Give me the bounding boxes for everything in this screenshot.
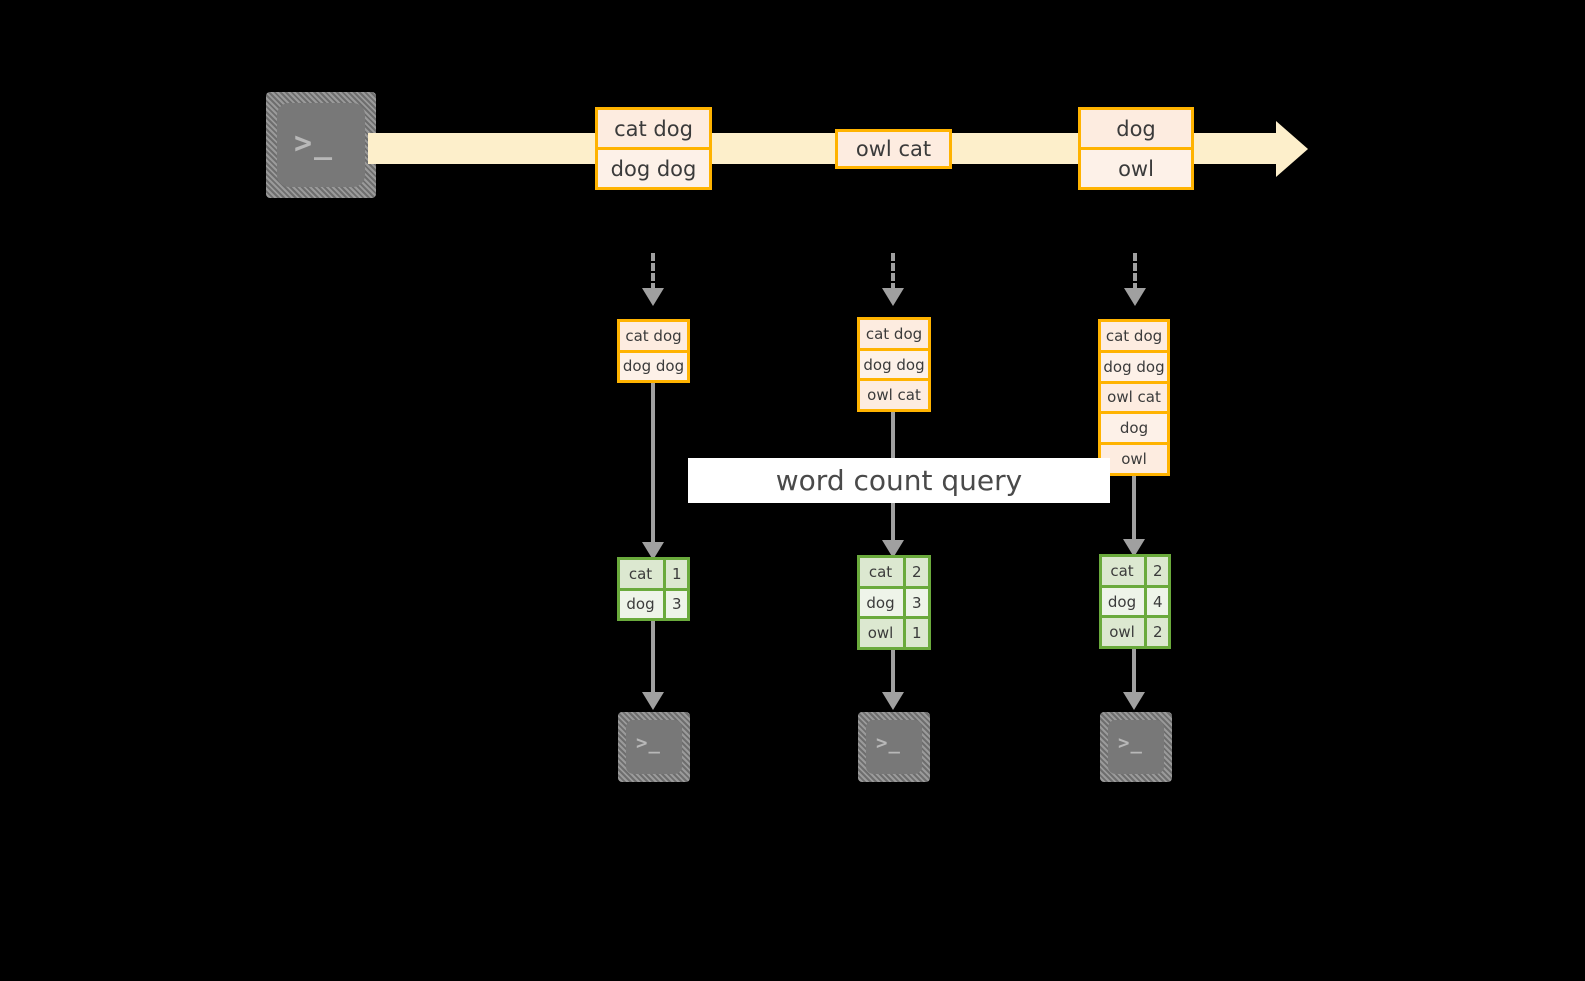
terminal-prompt-glyph: >_ [1118, 732, 1143, 754]
snapshot-1-consumer-terminal-icon: >_ [618, 712, 690, 782]
snapshot-3-feed-arrowhead [1124, 288, 1146, 306]
snapshot-1-feed-line [651, 253, 655, 291]
snapshot-input-line: dog [1101, 414, 1167, 443]
snapshot-3-query-arrowhead [1123, 539, 1145, 557]
snapshot-3-result-table[interactable]: cat 2 dog 4 owl 2 [1099, 554, 1171, 649]
terminal-prompt-glyph: >_ [876, 732, 901, 754]
snapshot-1-query-arrowhead [642, 542, 664, 560]
table-row: dog 3 [620, 590, 687, 618]
result-count: 2 [906, 558, 928, 586]
terminal-screen [277, 103, 365, 187]
producer-terminal-icon: >_ [266, 92, 376, 198]
table-row: cat 2 [1102, 557, 1168, 585]
snapshot-1-input-box[interactable]: cat dog dog dog [617, 319, 690, 383]
event-stream-arrowhead [1276, 121, 1308, 177]
result-word: dog [620, 590, 663, 618]
stream-event-line: dog dog [598, 150, 709, 187]
snapshot-1-output-line [651, 621, 655, 697]
terminal-screen [626, 720, 682, 774]
table-row: dog 4 [1102, 587, 1168, 616]
stream-event-line: cat dog [598, 110, 709, 147]
result-count: 3 [666, 590, 687, 618]
result-word: owl [1102, 618, 1144, 646]
stream-event-line: owl [1081, 150, 1191, 187]
result-count: 4 [1147, 587, 1168, 616]
result-word: cat [860, 558, 903, 586]
result-count: 2 [1147, 557, 1168, 585]
result-word: dog [860, 588, 903, 617]
terminal-screen [866, 720, 922, 774]
stream-event-line: owl cat [838, 132, 949, 166]
snapshot-input-line: owl cat [860, 381, 928, 409]
snapshot-2-feed-arrowhead [882, 288, 904, 306]
snapshot-input-line: cat dog [620, 322, 687, 350]
snapshot-1-feed-arrowhead [642, 288, 664, 306]
snapshot-3-query-line [1132, 476, 1136, 544]
snapshot-1-query-line [651, 383, 655, 548]
snapshot-2-input-box[interactable]: cat dog dog dog owl cat [857, 317, 931, 412]
result-count: 2 [1147, 618, 1168, 646]
table-row: owl 1 [860, 619, 928, 647]
snapshot-3-input-box[interactable]: cat dog dog dog owl cat dog owl [1098, 319, 1170, 476]
stream-event-1[interactable]: cat dog dog dog [595, 107, 712, 190]
snapshot-3-output-line [1132, 649, 1136, 697]
snapshot-input-line: dog dog [860, 350, 928, 379]
snapshot-input-line: owl [1101, 445, 1167, 473]
snapshot-2-output-arrowhead [882, 692, 904, 710]
table-row: cat 2 [860, 558, 928, 586]
terminal-screen [1108, 720, 1164, 774]
snapshot-input-line: cat dog [860, 320, 928, 348]
snapshot-2-result-table[interactable]: cat 2 dog 3 owl 1 [857, 555, 931, 650]
stream-event-3[interactable]: dog owl [1078, 107, 1194, 190]
table-row: owl 2 [1102, 618, 1168, 646]
result-count: 3 [906, 588, 928, 617]
snapshot-3-output-arrowhead [1123, 692, 1145, 710]
result-word: owl [860, 619, 903, 647]
terminal-prompt-glyph: >_ [294, 126, 335, 161]
query-label-text: word count query [775, 464, 1023, 497]
result-word: cat [620, 560, 663, 588]
snapshot-3-consumer-terminal-icon: >_ [1100, 712, 1172, 782]
snapshot-2-query-arrowhead [882, 540, 904, 558]
result-word: cat [1102, 557, 1144, 585]
query-label-banner: word count query [688, 458, 1110, 503]
table-row: cat 1 [620, 560, 687, 588]
terminal-prompt-glyph: >_ [636, 732, 661, 754]
snapshot-1-output-arrowhead [642, 692, 664, 710]
snapshot-input-line: cat dog [1101, 322, 1167, 350]
snapshot-input-line: dog dog [1101, 352, 1167, 381]
snapshot-2-consumer-terminal-icon: >_ [858, 712, 930, 782]
snapshot-3-feed-line [1133, 253, 1137, 291]
result-count: 1 [666, 560, 687, 588]
result-count: 1 [906, 619, 928, 647]
snapshot-input-line: owl cat [1101, 383, 1167, 412]
snapshot-input-line: dog dog [620, 352, 687, 380]
snapshot-1-result-table[interactable]: cat 1 dog 3 [617, 557, 690, 621]
stream-event-2[interactable]: owl cat [835, 129, 952, 169]
table-row: dog 3 [860, 588, 928, 617]
snapshot-2-output-line [891, 650, 895, 697]
result-word: dog [1102, 587, 1144, 616]
stream-event-line: dog [1081, 110, 1191, 147]
snapshot-2-feed-line [891, 253, 895, 291]
